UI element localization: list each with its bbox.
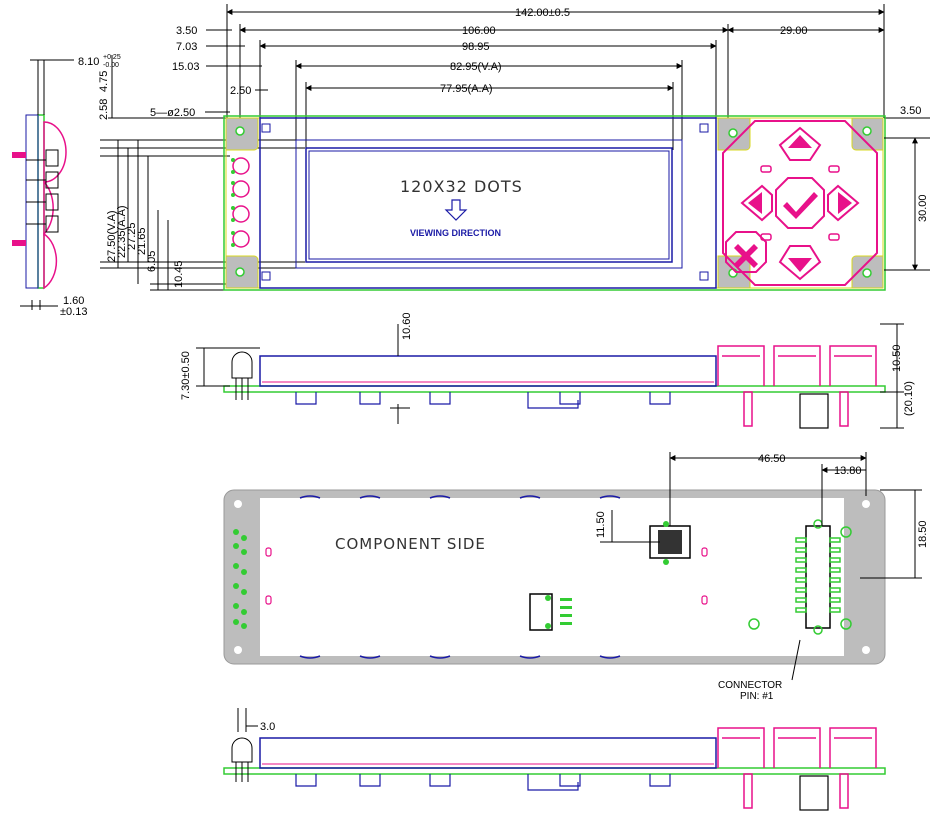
- dim-1380: 13.80: [834, 465, 862, 477]
- dim-overall-length: 142.00±0.5: [515, 7, 570, 19]
- viewing-direction: VIEWING DIRECTION: [410, 228, 501, 238]
- display-text: 120X32 DOTS: [400, 177, 523, 196]
- dim-4650: 46.50: [758, 453, 786, 465]
- dim-1045: 10.45: [173, 260, 185, 288]
- dim-475: 4.75: [98, 71, 110, 92]
- dim-right-350: 3.50: [900, 105, 921, 117]
- left-vertical-dimensions: [100, 55, 305, 291]
- dim-keypad-width: 29.00: [780, 25, 808, 37]
- left-side-view: 8.10 +0.25 -0.00 1.60 ±0.13: [12, 54, 121, 318]
- connector: [748, 519, 852, 635]
- cancel-key-frame: [725, 231, 767, 273]
- dim-1150: 11.50: [595, 511, 607, 538]
- dim-013: ±0.13: [60, 306, 87, 318]
- x-cancel-icon: [734, 244, 758, 268]
- dim-left-250: 2.50: [230, 85, 251, 97]
- dim-aa-width: 77.95(A.A): [440, 83, 493, 95]
- pin-label: PIN: #1: [740, 691, 774, 702]
- top-dimension-lines: [205, 4, 930, 150]
- dim-va-width: 82.95(V.A): [450, 61, 502, 73]
- back-view: COMPONENT SIDE: [223, 452, 929, 702]
- left-key-icon: [740, 184, 773, 222]
- viewing-arrow-icon: [444, 199, 468, 221]
- dim-810-minus: -0.00: [103, 62, 119, 69]
- dim-98: 98.95: [462, 41, 490, 53]
- dim-160: 1.60: [63, 295, 84, 307]
- dim-106: 106.00: [462, 25, 496, 37]
- dim-1060: 10.60: [401, 312, 413, 340]
- dim-va-height: 27.50(V.A): [106, 210, 118, 262]
- dim-height-30: 30.00: [917, 194, 929, 222]
- component-side-label: COMPONENT SIDE: [335, 535, 486, 553]
- right-key-icon: [827, 184, 860, 222]
- check-icon: [783, 192, 818, 219]
- dim-2010: (20.10): [903, 381, 915, 416]
- front-view: 120X32 DOTS VIEWING DIRECTION: [223, 115, 930, 291]
- dim-left-1503: 15.03: [172, 61, 200, 73]
- keypad: [722, 120, 878, 286]
- dim-1050: 10.50: [891, 344, 903, 372]
- dim-2725: 27.25: [126, 222, 138, 250]
- side-view-1: 10.60 7.30±0.50 10.50 (20.10): [180, 312, 915, 429]
- left-vertical-texts: 4.75 2.58 27.50(V.A) 22.35(A.A) 27.25 21…: [98, 71, 185, 288]
- dim-left-350: 3.50: [176, 25, 197, 37]
- connector-label: CONNECTOR: [718, 680, 782, 691]
- up-key-icon: [778, 126, 822, 161]
- dim-30: 3.0: [260, 721, 275, 733]
- dim-730: 7.30±0.50: [180, 351, 192, 400]
- top-dimension-texts: 142.00±0.5 106.00 98.95 82.95(V.A) 77.95…: [150, 7, 921, 119]
- side-view-2: 3.0: [223, 708, 886, 811]
- dim-aa-height: 22.35(A.A): [116, 205, 128, 258]
- dim-left-703: 7.03: [176, 41, 197, 53]
- down-key-icon: [778, 245, 822, 281]
- dim-810: 8.10: [78, 56, 99, 68]
- dim-605: 6.05: [146, 251, 158, 272]
- enter-key-frame: [775, 177, 825, 229]
- dim-1850: 18.50: [917, 520, 929, 548]
- dim-holes: 5—ø2.50: [150, 107, 195, 119]
- dim-258: 2.58: [98, 99, 110, 120]
- dim-2165: 21.65: [136, 227, 148, 255]
